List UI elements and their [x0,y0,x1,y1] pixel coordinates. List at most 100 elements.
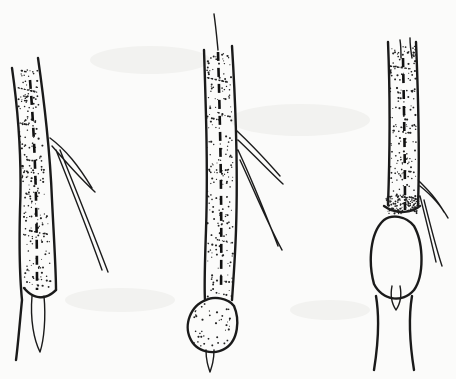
stipple-dot [210,183,211,184]
axis-left [30,80,37,290]
stipple-dot [388,213,389,214]
stipple-dot [210,194,212,196]
stipple-dot [392,117,393,118]
stipple-dot [403,211,405,213]
stipple-dot [20,108,21,109]
stipple-dot [229,64,230,65]
stipple-dot [28,270,29,271]
stipple-dot [229,186,231,188]
stipple-dot [200,345,201,346]
stipple-dot [397,160,399,162]
stipple-dot [211,278,213,280]
stipple-dot [231,156,233,158]
stipple-dot [409,79,411,81]
stipple-dot [42,178,44,180]
stipple-dot [225,169,227,171]
stipple-dot [24,100,26,102]
stipple-dot [222,184,223,185]
stipple-dot [224,63,225,64]
stipple-dot [33,172,35,174]
tip-left [31,296,44,352]
stipple-dot [37,284,39,286]
stipple-dot [216,172,217,173]
stipple-dot [391,158,392,159]
stipple-dot [229,227,231,229]
stipple-dot [412,207,414,209]
stipple-dot [409,211,410,212]
stipple-dot [206,69,208,71]
stipple-dot [392,52,394,54]
stipple-dot [30,198,32,200]
stipple-dot [231,111,232,112]
stipple-dot [222,254,224,256]
stipple-dot [398,210,400,212]
stipple-dot [415,198,417,200]
stipple-dot [215,322,217,324]
stipple-dot [219,77,221,79]
stipple-dot [399,59,401,61]
stipple-dot [409,132,411,134]
stipple-dot [395,200,397,202]
stipple-dot [34,121,36,123]
stipple-dot [221,173,223,175]
stipple-dot [417,198,419,200]
stipple-dot [415,141,417,143]
stipple-dot [27,124,29,126]
stipple-dot [216,119,218,121]
stipple-dot [221,319,223,321]
stipple-dot [209,70,210,71]
stipple-dot [389,208,391,210]
stipple-dot [24,136,26,138]
stipple-dot [232,226,234,228]
stipple-dot [211,78,213,80]
stipple-dot [402,164,403,165]
stipple-dot [36,80,38,82]
stipple-dot [409,203,411,205]
stipple-dot [400,159,401,160]
stipple-dot [22,175,23,176]
stipple-dot [210,154,211,155]
stipple-dot [35,133,37,135]
stipple-dot [406,212,407,213]
stipple-dot [224,115,225,116]
stipple-dot [224,89,225,90]
stipple-dot [22,82,24,84]
stipple-dot [40,276,41,277]
stipple-dot [215,197,217,199]
stipple-dot [216,179,217,180]
stipple-dot [37,95,39,97]
stipple-dot [226,81,228,83]
stipple-dot [404,118,406,120]
stipple-dot [31,160,33,162]
stipple-dot [414,52,415,53]
stipple-dot [404,195,405,196]
stipple-dot [39,157,41,159]
stipple-dot [392,182,393,183]
stipple-dot [216,254,218,256]
stipple-dot [22,168,23,169]
stipple-dot [23,95,25,97]
stipple-dot [23,216,25,218]
stipple-dot [26,102,27,103]
stipple-dot [229,290,230,291]
stipple-dot [397,171,398,172]
stipple-dot [414,195,416,197]
stipple-dot [208,62,210,64]
stipple-dot [217,112,218,113]
axis-middle [218,52,221,290]
stipple-dot [207,296,209,298]
stipple-dot [211,244,213,246]
stipple-dot [406,90,408,92]
stipple-dot [227,169,228,170]
stipple-dot [230,106,231,107]
stipple-dot [35,203,36,204]
stipple-dot [48,286,50,288]
stipple-dot [228,141,230,143]
stipple-dot [208,73,210,75]
stipple-dot [204,303,206,305]
stipple-dot [27,159,29,161]
stipple-dot [390,198,391,199]
stipple-dot [398,67,399,68]
stipple-dot [39,232,41,234]
stipple-dot [209,106,210,107]
